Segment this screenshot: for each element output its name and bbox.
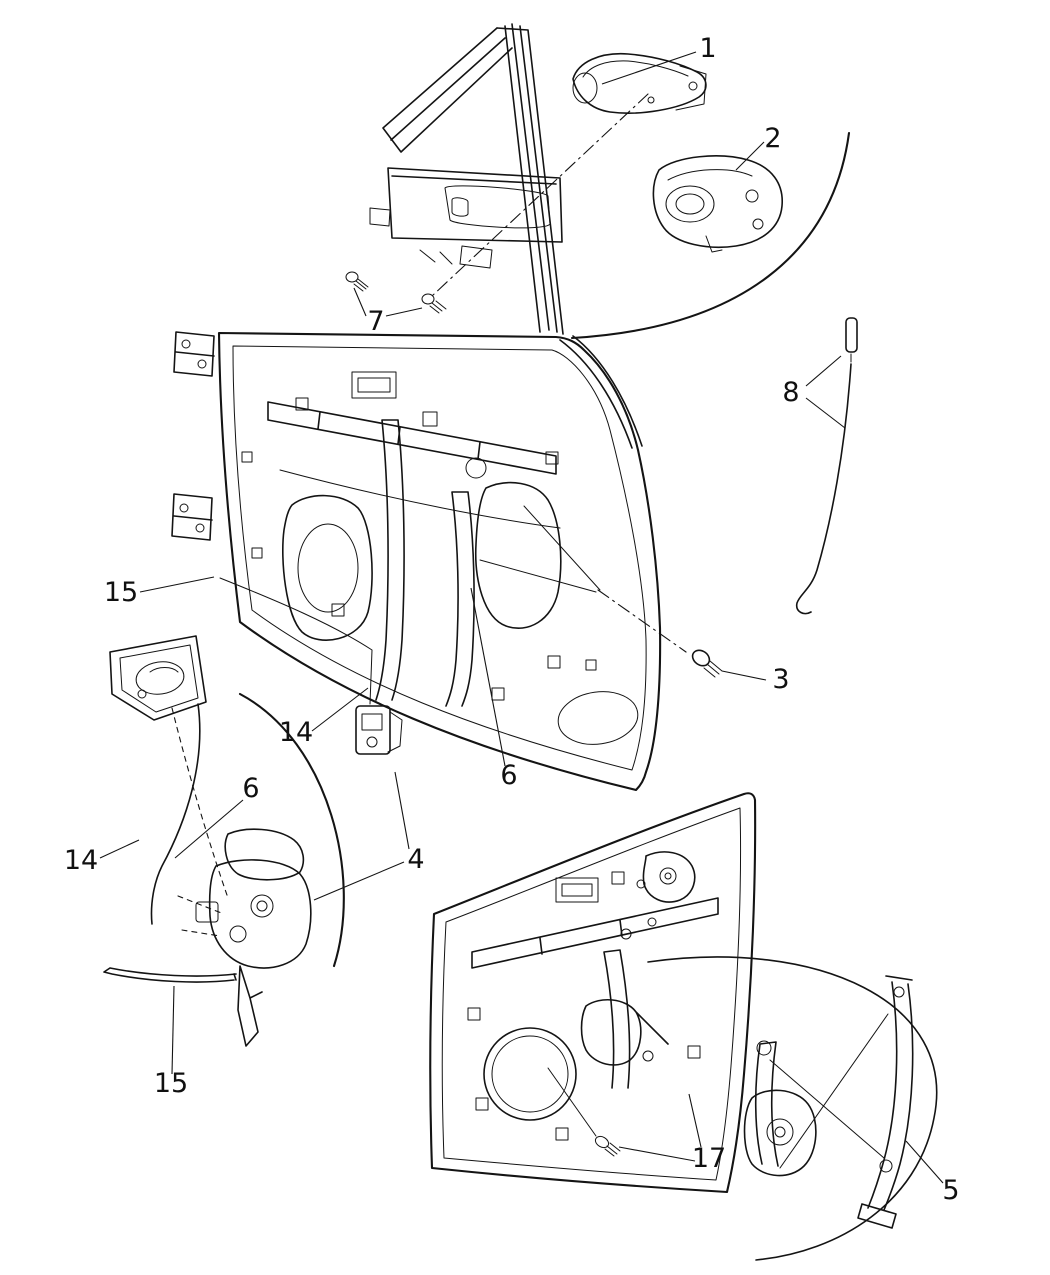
callout-6a-leader xyxy=(470,587,506,767)
callout-15a-leader xyxy=(139,576,215,593)
callout-label-2: 2 xyxy=(764,123,781,154)
door-top-frame xyxy=(369,23,564,335)
handle-screw-b xyxy=(421,293,447,314)
callout-4-leader xyxy=(313,771,410,901)
callout-17-leader xyxy=(618,1093,702,1162)
callout-3-leader xyxy=(721,670,767,681)
upper-door-hinge xyxy=(173,331,215,377)
rear-view-door-inner-panel xyxy=(429,792,757,1194)
callout-label-6b: 6 xyxy=(242,773,259,804)
callout-15b-leader xyxy=(171,985,175,1075)
front-door-latch xyxy=(355,705,403,755)
reference-arc-top xyxy=(570,131,851,340)
lower-door-hinge xyxy=(171,493,213,541)
callout-label-15a: 15 xyxy=(104,577,138,608)
callout-label-8: 8 xyxy=(782,377,799,408)
inside-lock-cable-rod xyxy=(103,967,237,983)
callout-5-leader xyxy=(905,1140,944,1184)
door-lock-rod xyxy=(795,317,858,615)
handle-mounting-bracket xyxy=(652,155,783,253)
callout-1-leader xyxy=(601,51,697,85)
retainer-push-pin xyxy=(691,649,723,678)
handle-screw-a xyxy=(345,271,369,292)
reference-curve-regulator xyxy=(647,956,938,1261)
callout-label-6a: 6 xyxy=(500,760,517,791)
callout-2-leader xyxy=(735,141,765,171)
window-regulator xyxy=(743,975,914,1229)
callout-label-14a: 14 xyxy=(279,717,313,748)
mirror-sail-panel xyxy=(109,635,207,721)
callout-label-17: 17 xyxy=(692,1143,726,1174)
callout-7-leader xyxy=(353,287,423,317)
callout-label-3: 3 xyxy=(772,664,789,695)
callout-label-14b: 14 xyxy=(64,845,98,876)
callout-label-4: 4 xyxy=(407,844,424,875)
front-door-inner-panel xyxy=(217,331,662,792)
door-latch-detail-view xyxy=(177,828,312,1047)
callout-label-15b: 15 xyxy=(154,1068,188,1099)
exterior-door-handle xyxy=(572,52,707,114)
callout-label-7: 7 xyxy=(367,306,384,337)
reference-arc-detail xyxy=(238,692,345,968)
callout-14b-leader xyxy=(99,839,140,859)
callout-leaders xyxy=(99,51,944,1184)
regulator-mounting-screw xyxy=(594,1135,621,1157)
callout-6b-leader xyxy=(174,799,244,859)
callout-label-1: 1 xyxy=(699,33,716,64)
latch-release-rod xyxy=(150,703,201,925)
callout-8-leader xyxy=(805,355,846,429)
callout-14a-leader xyxy=(311,687,369,732)
callout-labels: 1 2 7 8 15 3 14 6 6 14 4 15 17 5 xyxy=(64,33,960,1206)
lock-rod-axis-line xyxy=(597,589,687,653)
callout-label-5: 5 xyxy=(942,1175,959,1206)
